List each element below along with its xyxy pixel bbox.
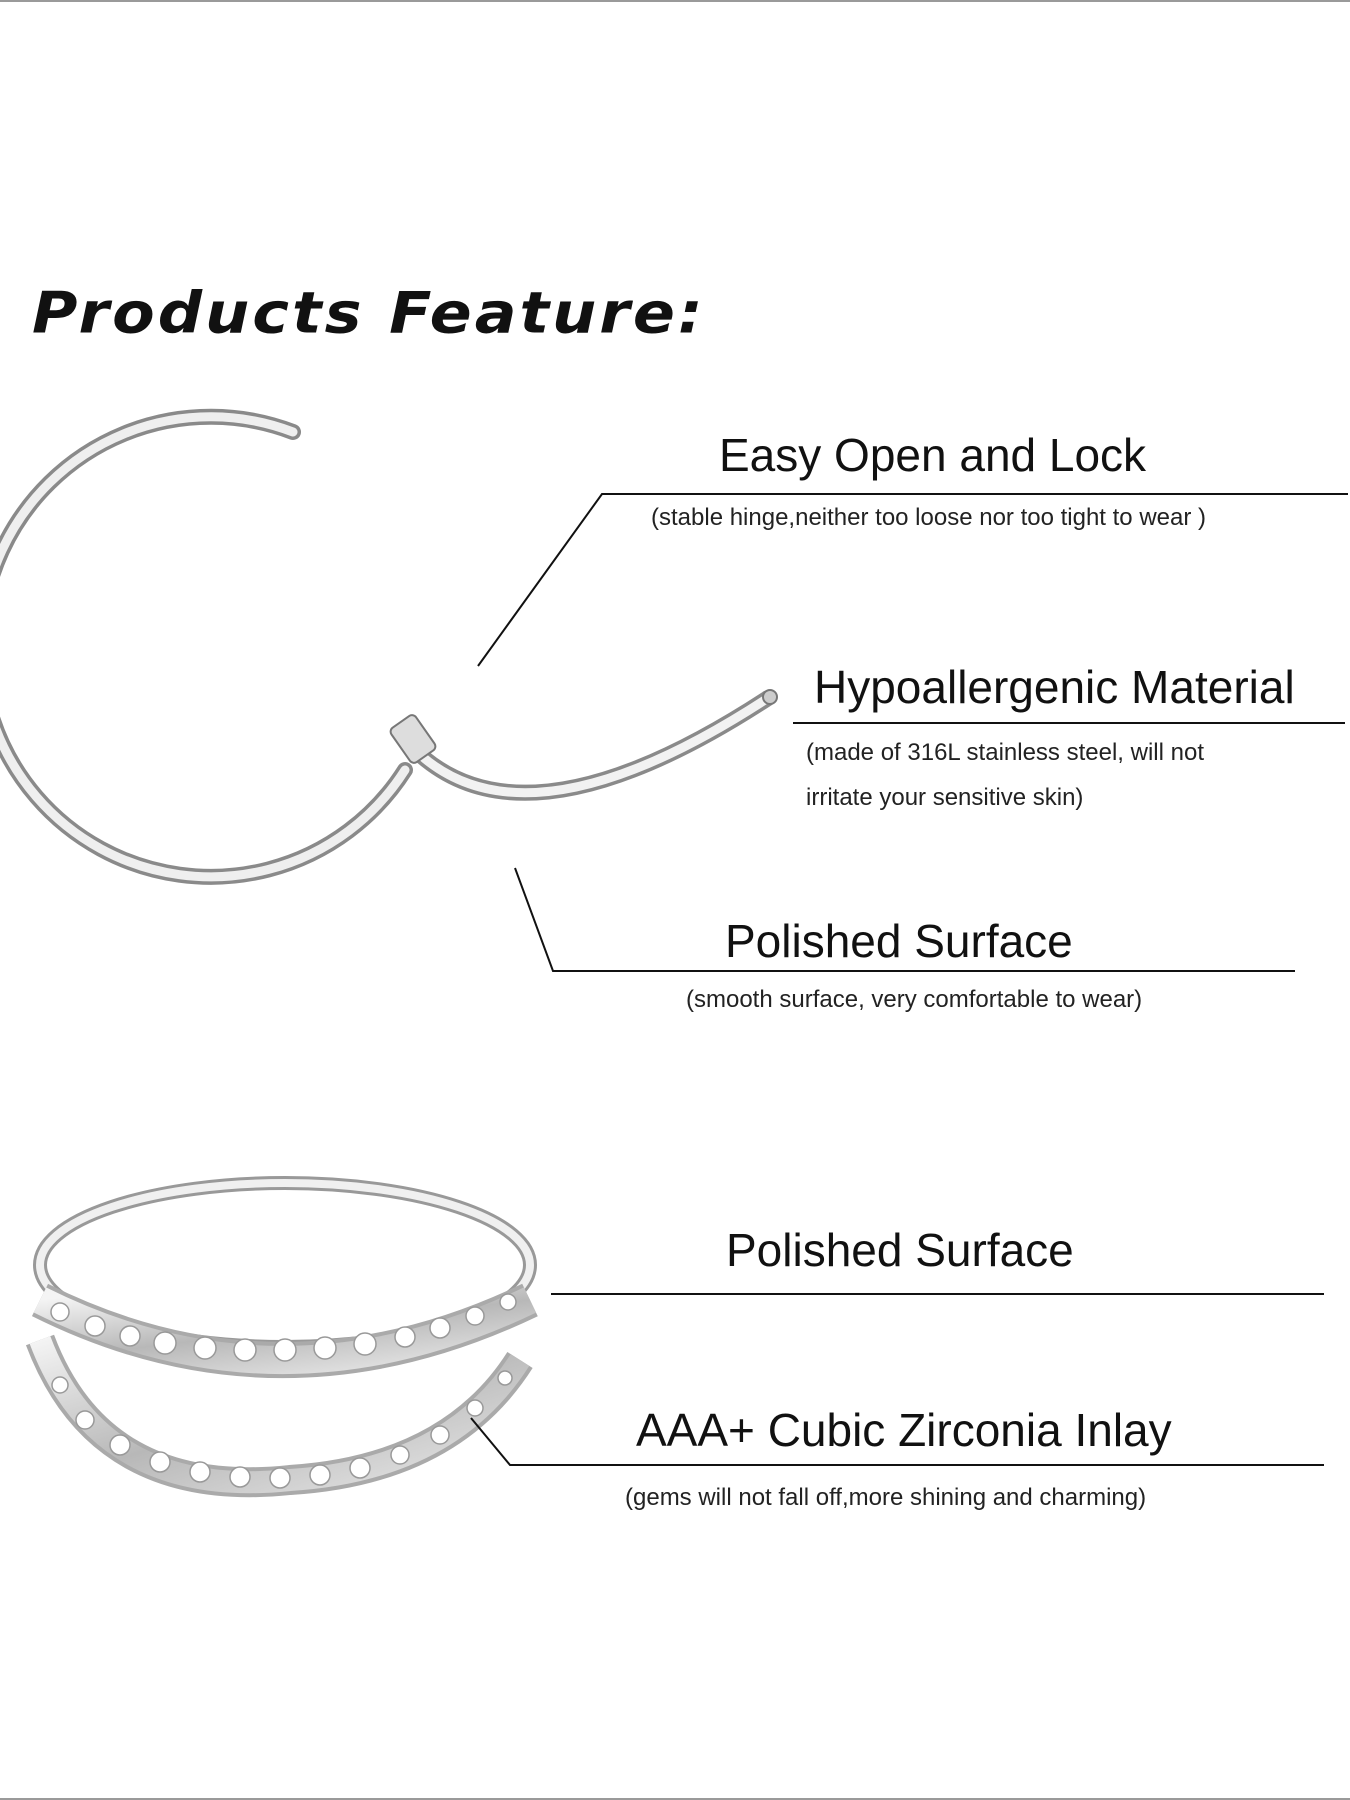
feature-desc-easy-open: (stable hinge,neither too loose nor too … — [651, 504, 1206, 531]
feature-heading-hypoallergenic: Hypoallergenic Material — [814, 661, 1295, 713]
feature-heading-polished-surface-2: Polished Surface — [726, 1224, 1074, 1276]
top-border — [0, 0, 1350, 2]
callout-line-polished-1 — [514, 867, 1295, 972]
callout-line-easy-open — [477, 493, 1348, 667]
open-hinged-ring-image — [0, 408, 778, 885]
feature-desc-hypoallergenic-line1: (made of 316L stainless steel, will not — [806, 739, 1204, 766]
bottom-border — [0, 1798, 1350, 1800]
feature-heading-zirconia: AAA+ Cubic Zirconia Inlay — [636, 1404, 1172, 1456]
callout-line-zirconia — [470, 1417, 1324, 1466]
feature-heading-polished-surface: Polished Surface — [725, 915, 1073, 967]
feature-desc-hypoallergenic-line2: irritate your sensitive skin) — [806, 784, 1084, 811]
feature-desc-zirconia: (gems will not fall off,more shining and… — [625, 1484, 1147, 1511]
double-gem-ring-image — [25, 1176, 538, 1498]
feature-heading-easy-open: Easy Open and Lock — [719, 429, 1147, 481]
page-title: Products Feature: — [32, 278, 706, 347]
feature-desc-polished-surface: (smooth surface, very comfortable to wea… — [686, 986, 1143, 1013]
